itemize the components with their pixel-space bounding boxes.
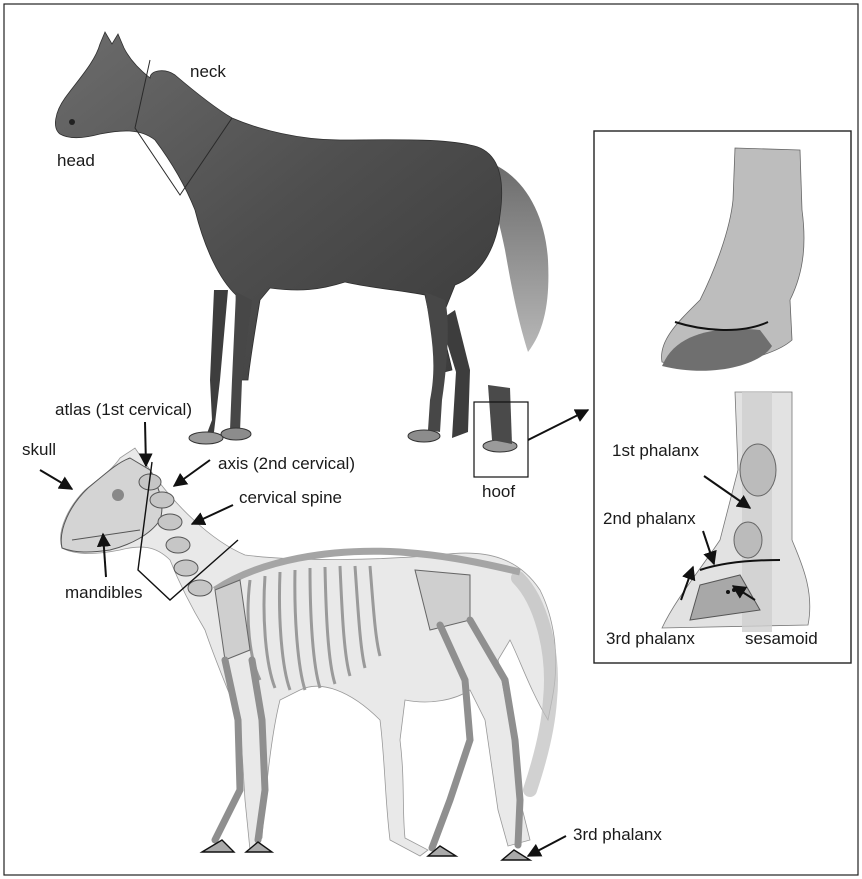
label-axis: axis (2nd cervical)	[218, 455, 355, 472]
hoof-front-far	[189, 432, 223, 444]
label-neck: neck	[190, 63, 226, 80]
label-inset-third-phalanx: 3rd phalanx	[606, 630, 695, 647]
label-cervical-spine: cervical spine	[239, 489, 342, 506]
hoof-front-near	[221, 428, 251, 440]
label-atlas: atlas (1st cervical)	[55, 401, 192, 418]
label-hoof: hoof	[482, 483, 515, 500]
label-mandibles: mandibles	[65, 584, 143, 601]
horse-skeleton	[61, 448, 556, 860]
skeleton-hoof-4	[502, 850, 530, 860]
horse-external	[55, 32, 548, 452]
label-head: head	[57, 152, 95, 169]
label-first-phalanx: 1st phalanx	[612, 442, 699, 459]
label-second-phalanx: 2nd phalanx	[603, 510, 696, 527]
hoof-hind-far	[408, 430, 440, 442]
skeleton-hoof-1	[202, 840, 234, 852]
label-skeleton-third-phalanx: 3rd phalanx	[573, 826, 662, 843]
label-sesamoid: sesamoid	[745, 630, 818, 647]
label-skull: skull	[22, 441, 56, 458]
